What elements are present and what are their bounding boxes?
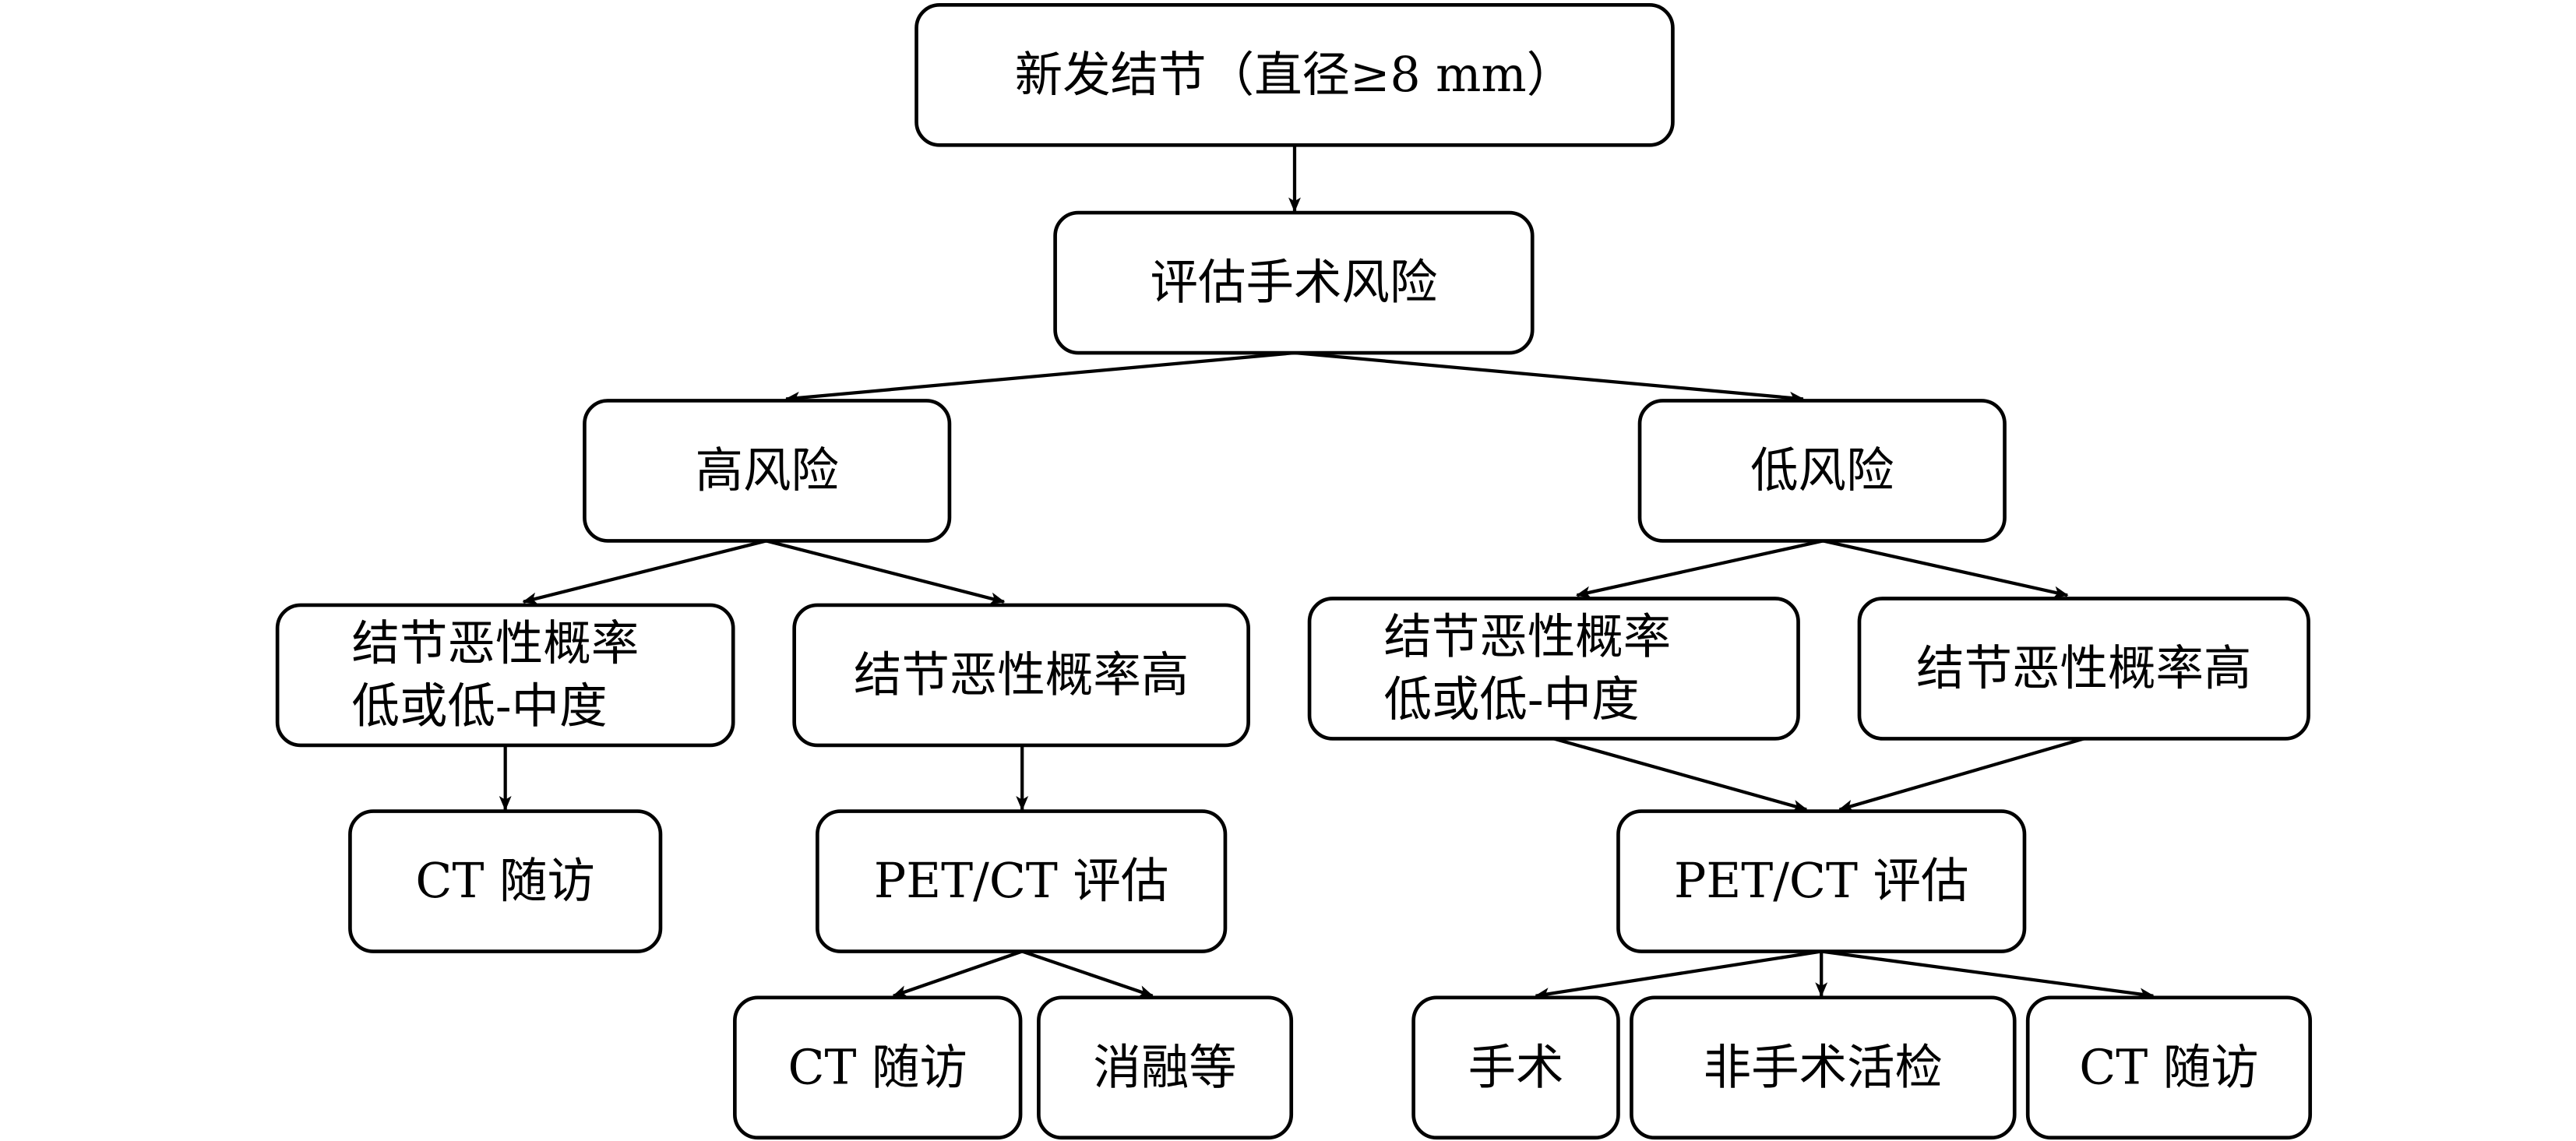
node-box [1857,597,2310,741]
node-box [2025,995,2313,1140]
node-hr-high-prob: 结节恶性概率高 [792,603,1250,748]
node-box [1616,809,2027,953]
edges [499,145,2155,1001]
node-nonsurgical-biopsy: 非手术活检 [1630,995,2017,1140]
arrow-lr-high-prob-to-lr-petct [1838,737,2084,812]
arrow-high-risk-to-hr-high-prob [766,539,1006,605]
node-box [1307,597,1800,741]
node-box [348,809,663,953]
arrow-low-risk-to-lr-low-prob [1575,539,1824,599]
node-label: 结节恶性概率 [352,616,640,671]
node-low-risk: 低风险 [1637,399,2007,543]
node-label: 结节恶性概率高 [1916,641,2251,696]
node-label: CT 随访 [415,854,594,909]
node-label: CT 随访 [788,1040,967,1095]
node-lr-high-prob: 结节恶性概率高 [1857,597,2310,741]
node-label: 消融等 [1093,1040,1236,1095]
node-hr-petct: PET/CT 评估 [816,809,1228,953]
node-label: 结节恶性概率高 [854,647,1189,703]
node-box [1630,995,2017,1140]
node-label: 结节恶性概率 [1383,610,1671,665]
node-box [275,603,735,748]
node-label: PET/CT 评估 [1674,854,1968,909]
node-box [733,995,1023,1140]
node-label: 评估手术风险 [1151,255,1438,311]
node-box [1053,210,1535,355]
node-box [1411,995,1620,1140]
node-label: 非手术活检 [1704,1040,1943,1095]
arrow-hr-petct-to-hr-ct-followup2 [892,949,1023,998]
node-box [1037,995,1294,1140]
node-box [914,3,1675,147]
node-box [1637,399,2007,543]
nodes: 新发结节（直径≥8 mm）评估手术风险高风险低风险结节恶性概率低或低-中度结节恶… [275,3,2313,1140]
node-assess-risk: 评估手术风险 [1053,210,1535,355]
arrow-high-risk-to-hr-low-prob [522,539,767,605]
node-label: 低或低-中度 [352,679,608,734]
node-label: 手术 [1468,1040,1564,1095]
node-box [583,399,952,543]
node-label: 新发结节（直径≥8 mm） [1015,48,1574,103]
arrow-lr-petct-to-lr-ct-followup [1820,949,2155,1001]
node-lr-petct: PET/CT 评估 [1616,809,2027,953]
node-hr-ct-followup2: CT 随访 [733,995,1023,1140]
node-surgery: 手术 [1411,995,1620,1140]
node-label: CT 随访 [2079,1040,2258,1095]
node-lr-ct-followup: CT 随访 [2025,995,2313,1140]
node-high-risk: 高风险 [583,399,952,543]
node-label: 低风险 [1750,443,1894,498]
node-new-nodule: 新发结节（直径≥8 mm） [914,3,1675,147]
node-box [792,603,1250,748]
arrow-assess-risk-to-high-risk [784,350,1295,404]
node-label: PET/CT 评估 [874,854,1168,909]
node-hr-ct-followup: CT 随访 [348,809,663,953]
arrow-lr-low-prob-to-lr-petct [1553,737,1808,812]
arrow-assess-risk-to-low-risk [1294,350,1805,404]
node-box [816,809,1228,953]
arrow-hr-petct-to-ablation [1021,949,1154,998]
node-label: 低或低-中度 [1383,672,1639,727]
arrow-low-risk-to-lr-high-prob [1822,539,2069,599]
arrow-lr-petct-to-surgery [1534,949,1822,1000]
node-label: 高风险 [695,443,838,498]
node-ablation: 消融等 [1037,995,1294,1140]
